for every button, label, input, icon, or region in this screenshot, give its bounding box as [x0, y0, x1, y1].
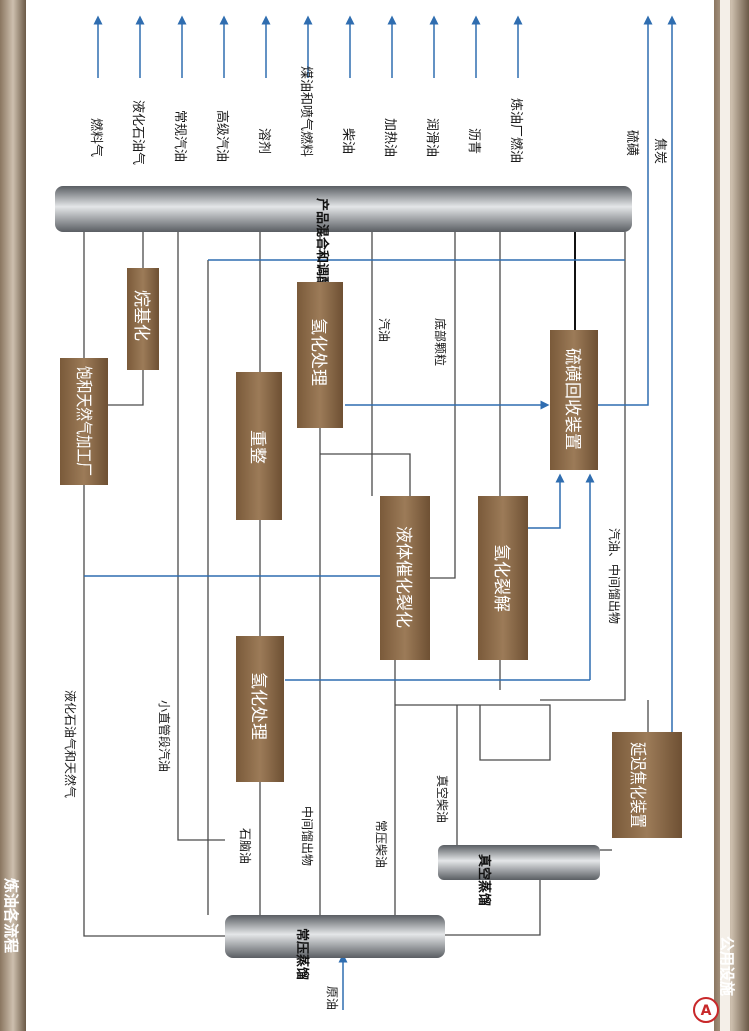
stream-vacuum-gas-oil: 真空柴油: [435, 775, 449, 823]
right-frame-inner: [720, 0, 730, 1031]
product-refinery-fuel-oil: 炼油厂燃油: [508, 98, 524, 163]
product-heating-oil: 加热油: [382, 118, 397, 157]
product-coke: 焦炭: [652, 138, 667, 164]
hydro-lower-label: 氢化处理: [248, 672, 268, 740]
hydro-upper-label: 氢化处理: [308, 318, 328, 386]
stream-crude: 原油: [325, 986, 339, 1010]
reforming-box: [236, 372, 282, 520]
stream-light-naphtha: 小直管段汽油: [157, 700, 172, 772]
logo-glyph: A: [701, 1003, 712, 1019]
line-coker-gas: [540, 232, 626, 701]
sulfur-label: 硫磺回收装置: [562, 348, 582, 450]
product-arrows: [93, 15, 523, 78]
saturated-gas-box: [60, 358, 108, 485]
footer-label: 公用设施: [718, 936, 736, 996]
product-premium-gasoline: 高级汽油: [214, 110, 230, 162]
blending-drum-label: 产品混合和调配: [314, 198, 330, 289]
alkylation-box: [127, 268, 159, 370]
product-diesel: 柴油: [340, 128, 355, 154]
vacuum-drum-body: [438, 845, 600, 880]
line-hydro-to-fcc: [320, 453, 411, 496]
fcc-label: 液体催化裂化: [393, 526, 413, 628]
right-frame-bar: [714, 0, 749, 1031]
left-frame-bar: [0, 0, 26, 1031]
hydrocracking-label: 氢化裂解: [491, 544, 511, 612]
blending-drum-body: [55, 186, 632, 232]
stream-bottoms: 底部颗粒: [433, 318, 448, 366]
vacuum-drum: 真空蒸馏: [438, 845, 600, 906]
atmospheric-drum-body: [225, 915, 445, 958]
atmospheric-drum: 常压蒸馏: [225, 915, 445, 980]
stream-labels: 液化石油气和天然气 小直管段汽油 石脑油 中间馏出物 常压柴油 真空柴油 汽油 …: [63, 318, 622, 1010]
product-labels: 燃料气 液化石油气 常规汽油 高级汽油 溶剂 煤油和喷气燃料 柴油 加热油 润滑…: [88, 66, 667, 165]
line-vac-mid: [445, 870, 541, 936]
vacuum-drum-label: 真空蒸馏: [476, 854, 492, 906]
hydro-upper-box: [297, 282, 343, 428]
section-title: 炼油各流程: [2, 878, 20, 953]
product-regular-gasoline: 常规汽油: [172, 110, 187, 162]
product-sulfur: 硫磺: [624, 130, 639, 156]
stream-lpg-gas: 液化石油气和天然气: [63, 690, 78, 798]
blue-sulfur-out: [598, 15, 653, 406]
blending-drum: 产品混合和调配: [55, 186, 632, 289]
line-bottoms: [430, 232, 456, 579]
product-kerosene-jet: 煤油和喷气燃料: [298, 66, 314, 157]
atmospheric-drum-label: 常压蒸馏: [294, 928, 310, 980]
process-units: 饱和天然气加工厂 烷基化 重整 氢化处理 液体催化裂化 氢化裂解 硫磺回收装置 …: [60, 268, 682, 838]
flow-lines: [83, 230, 649, 937]
alkylation-label: 烷基化: [131, 290, 151, 341]
blue-flows: [84, 15, 677, 1010]
product-lpg: 液化石油气: [130, 100, 146, 165]
reforming-label: 重整: [247, 430, 267, 464]
product-solvent: 溶剂: [256, 128, 271, 154]
hydrocracking-box: [478, 496, 528, 660]
product-fuel-gas: 燃料气: [88, 118, 104, 157]
stream-middle-distillate: 中间馏出物: [300, 806, 315, 866]
fcc-box: [380, 496, 430, 660]
stream-naphtha: 石脑油: [238, 828, 252, 864]
product-asphalt: 沥青: [466, 128, 481, 154]
coker-box: [612, 732, 682, 838]
hydro-lower-box: [236, 636, 284, 782]
coker-label: 延迟焦化装置: [627, 742, 647, 828]
sulfur-box: [550, 330, 598, 470]
stream-atm-gas-oil: 常压柴油: [374, 820, 388, 868]
line-light-naphtha: [177, 232, 225, 841]
product-lube-oil: 润滑油: [424, 118, 439, 157]
saturated-gas-label: 饱和天然气加工厂: [73, 366, 93, 476]
line-vac-to-units: [395, 704, 551, 761]
blue-hc-to-sulfur: [528, 473, 565, 529]
logo-circle: [693, 997, 719, 1023]
stream-gasoline: 汽油: [377, 318, 392, 342]
stream-gasoline-mid: 汽油、中间馏出物: [607, 528, 622, 624]
logo-icon: A: [693, 997, 719, 1023]
line-sat-to-alk: [108, 370, 144, 406]
